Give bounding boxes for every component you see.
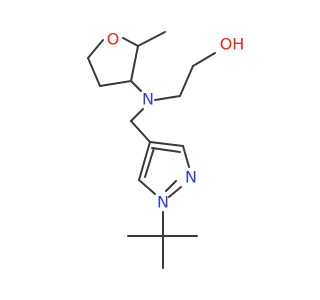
molecule-structure: O OH N N N bbox=[87, 30, 245, 269]
bond-n2-n1-inner bbox=[165, 180, 177, 192]
bond-c5-c4 bbox=[138, 141, 151, 181]
pyrazole-n1-label: N bbox=[157, 193, 169, 212]
bond-ch2b-oh bbox=[192, 52, 216, 67]
ring-oxygen-label: O bbox=[107, 30, 120, 49]
bond-c4-c3-pyr bbox=[149, 141, 184, 147]
bond-ch2a-ch2b bbox=[179, 65, 194, 97]
bond-c4-c3-pyr-inner bbox=[151, 147, 181, 153]
pyrazole-n2-label: N bbox=[185, 168, 197, 187]
bond-c2-methyl bbox=[137, 31, 166, 47]
bond-c2-o bbox=[122, 37, 139, 47]
bond-c5-c4 bbox=[87, 57, 101, 87]
bond-o-c5 bbox=[87, 39, 104, 59]
hydroxyl-label: OH bbox=[220, 35, 245, 54]
bond-ch2link-c4pyr bbox=[130, 120, 151, 143]
bond-c3-n bbox=[130, 80, 142, 92]
bond-n1-c5 bbox=[138, 179, 156, 195]
bond-c3-n2 bbox=[182, 145, 190, 168]
bond-n-ch2link bbox=[130, 108, 144, 122]
bond-n2-n1 bbox=[168, 186, 182, 198]
bond-c3-c2 bbox=[130, 45, 139, 82]
amine-nitrogen-label: N bbox=[142, 90, 154, 109]
bond-n-ch2a bbox=[154, 95, 181, 101]
bond-c5-c4-inner bbox=[144, 147, 155, 178]
bond-c4-c3 bbox=[99, 80, 132, 87]
